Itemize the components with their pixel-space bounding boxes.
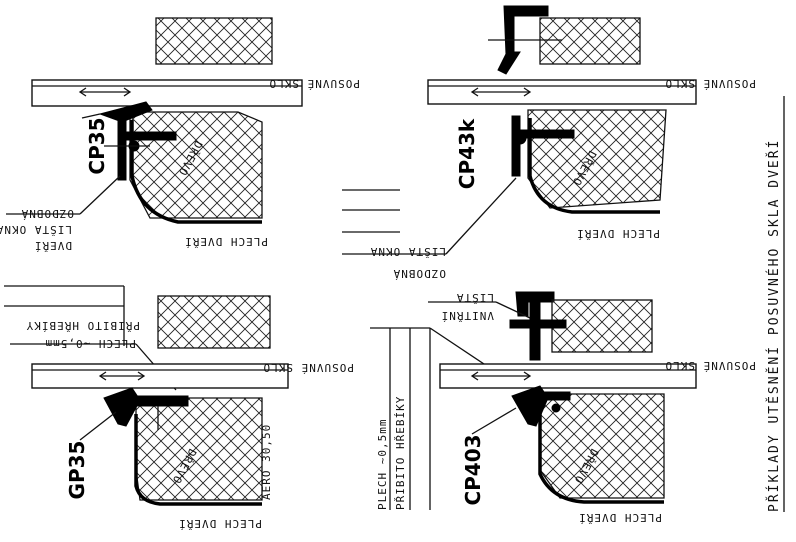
door-sheet xyxy=(134,414,262,506)
glass-label: POSUVNÉ SKLO xyxy=(665,359,756,372)
door-sheet xyxy=(528,118,660,214)
clip-profile xyxy=(497,5,549,75)
glass-pane xyxy=(427,79,697,105)
note-label-1: PŘIBITO HŘEBÍKY xyxy=(26,319,140,332)
door-sheet xyxy=(130,120,262,224)
trim-label-3: DVEŘÍ xyxy=(34,239,72,252)
detail-code: CP43k xyxy=(455,118,479,189)
sheet-title: PŘÍKLADY UTĚSNĚNÍ POSUVNÉHO SKLA DVEŘÍ xyxy=(766,139,782,512)
glass-label: POSUVNÉ SKLO xyxy=(269,77,360,90)
seal-profile xyxy=(98,101,153,123)
wood-frame xyxy=(135,397,263,501)
glass-label: POSUVNÉ SKLO xyxy=(665,77,756,90)
wood-block-upper xyxy=(551,299,653,353)
sheet-label: PLECH DVEŘÍ xyxy=(184,235,268,248)
detail-code: CP35 xyxy=(85,117,109,174)
detail-cp43k: POSUVNÉ SKLO CP43k DŘEVO PLECH DVEŘÍ OZD… xyxy=(342,5,756,280)
detail-code: GP35 xyxy=(65,441,89,500)
inner-label-1: VNITŘNÍ xyxy=(441,309,494,322)
aero-label: AERO 30,50 xyxy=(260,424,273,500)
glass-pane xyxy=(31,363,289,389)
detail-cp35: POSUVNÉ SKLO CP35 DŘEVO PLECH DVEŘÍ OZDO… xyxy=(0,17,360,252)
detail-gp35: PŘIBITO HŘEBÍKY PLECH ~0,5mm POSUVNÉ SKL… xyxy=(4,285,354,530)
wood-frame xyxy=(129,111,263,219)
trim-label-2: LIŠTA OKNA xyxy=(370,245,446,258)
note-label-2: PŘIBITO HŘEBÍKY xyxy=(394,396,407,510)
door-sheet xyxy=(538,410,664,504)
note-label-1: PLECH ~0,5mm xyxy=(376,419,389,510)
sheet-label: PLECH DVEŘÍ xyxy=(178,517,262,530)
inner-strip-profile xyxy=(515,291,555,317)
seal-profile xyxy=(511,385,549,427)
sheet-label: PLECH DVEŘÍ xyxy=(578,511,662,524)
inner-label-2: LIŠTA xyxy=(456,291,494,304)
detail-cp403: VNITŘNÍ LIŠTA PLECH ~0,5mm PŘIBITO HŘEBÍ… xyxy=(370,291,756,524)
sheet-label: PLECH DVEŘÍ xyxy=(576,227,660,240)
detail-code: CP403 xyxy=(461,434,485,505)
wood-block-upper xyxy=(539,17,641,65)
wood-block-upper xyxy=(157,295,271,349)
glass-pane xyxy=(31,79,303,107)
seal-profile xyxy=(103,387,141,427)
glass-label: POSUVNÉ SKLO xyxy=(263,361,354,374)
trim-label-2: LIŠTA OKNA xyxy=(0,223,72,236)
wood-block-upper xyxy=(155,17,273,65)
trim-label-1: OZDOBNÁ xyxy=(393,267,446,280)
